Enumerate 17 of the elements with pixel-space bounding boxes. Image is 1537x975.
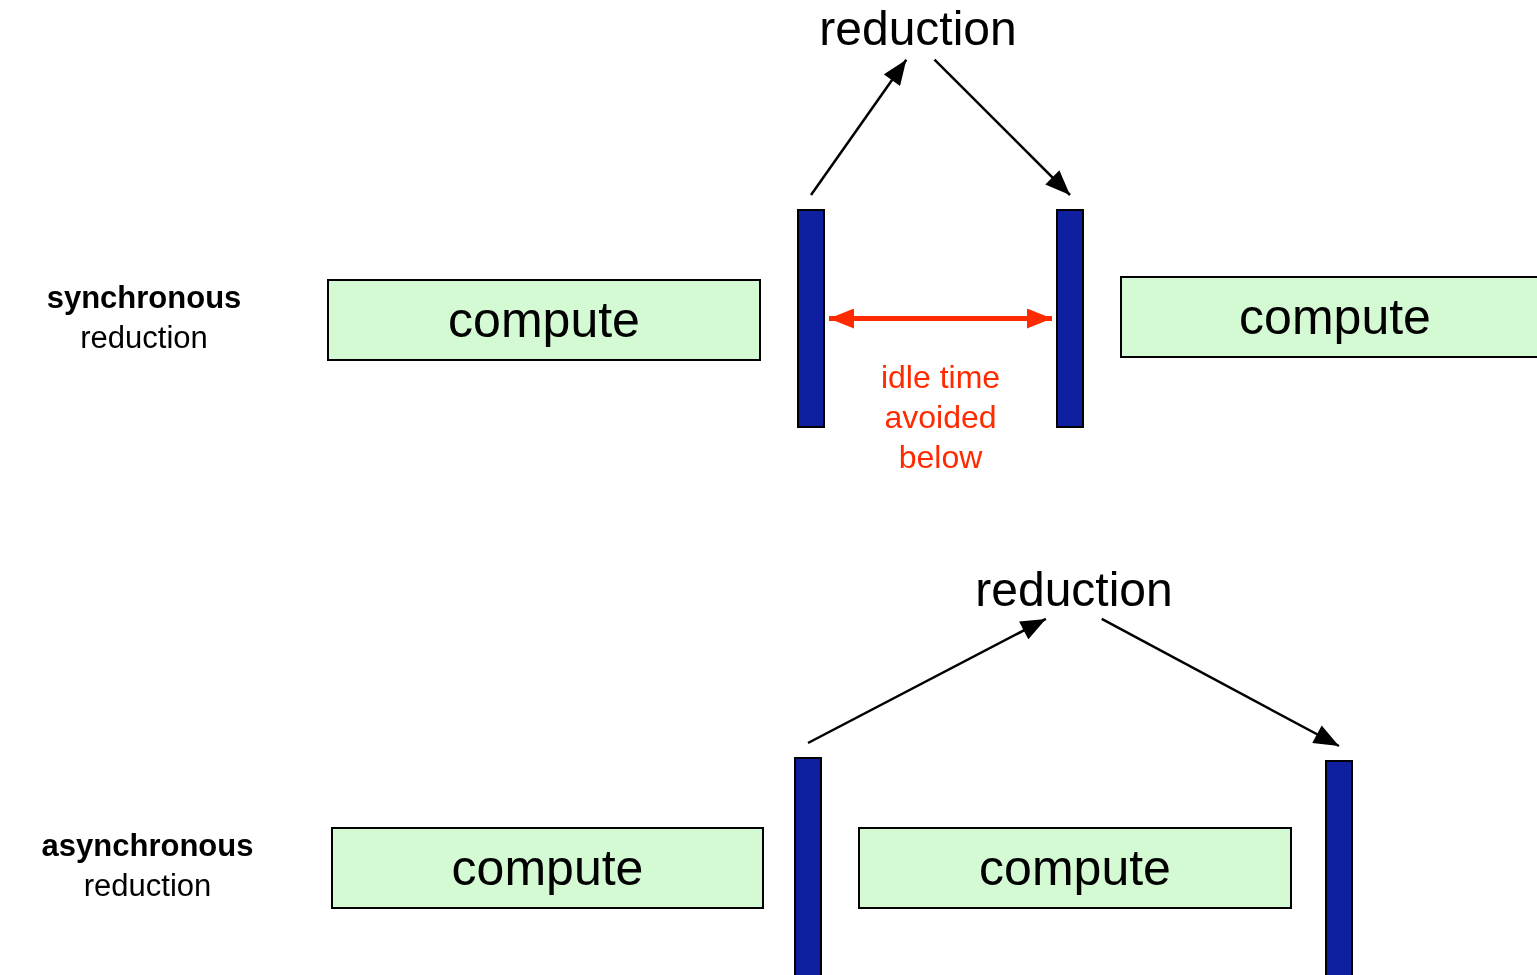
arrow	[1101, 617, 1340, 748]
arrow	[807, 617, 1047, 745]
process-box: compute	[331, 827, 764, 909]
step-label: reduction	[946, 562, 1202, 616]
arrow	[829, 308, 1052, 329]
sync-bar	[1056, 209, 1084, 428]
process-box: compute	[858, 827, 1292, 909]
process-box: compute	[327, 279, 761, 361]
process-box: compute	[1120, 276, 1537, 358]
arrow	[809, 59, 908, 196]
row-label: synchronous reduction	[45, 279, 243, 357]
sync-bar	[794, 757, 822, 975]
sync-bar	[797, 209, 825, 428]
sync-bar	[1325, 760, 1353, 975]
arrow	[933, 58, 1071, 196]
row-label: asynchronous reduction	[40, 827, 255, 905]
step-label: reduction	[790, 0, 1046, 56]
